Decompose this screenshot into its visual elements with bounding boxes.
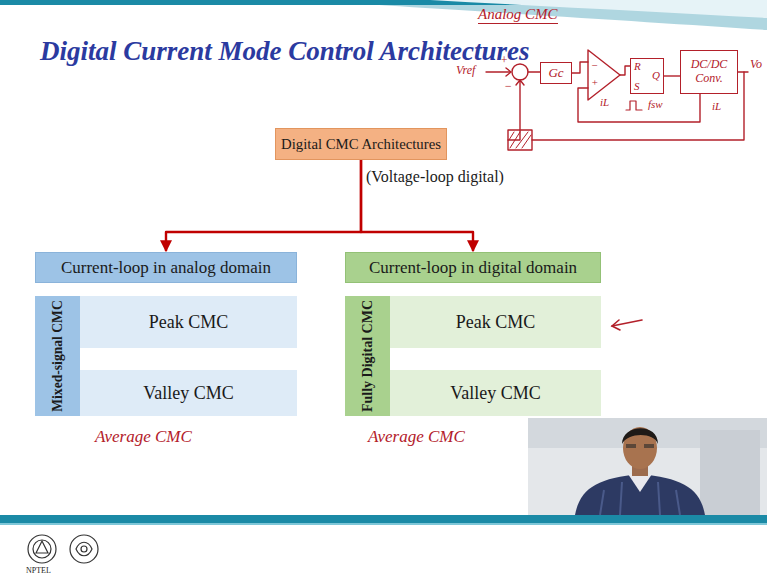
- connector: [664, 75, 680, 76]
- box-text: Gc: [548, 66, 563, 81]
- mode-box: Valley CMC: [390, 370, 601, 416]
- text-holder: Peak CMC: [149, 312, 229, 333]
- sign-mark: −: [504, 80, 512, 93]
- slide-title: Digital Current Mode Control Architectur…: [40, 36, 530, 67]
- logo-caption: NPTEL: [26, 567, 51, 576]
- text-holder: Valley CMC: [450, 383, 541, 404]
- signal-name: fsw: [648, 98, 663, 110]
- text-holder: Digital CMC Architectures: [281, 136, 441, 153]
- compensator-box: Gc: [540, 62, 572, 84]
- handwritten-note: Average CMC: [95, 428, 192, 447]
- latch-pin: R: [634, 60, 641, 72]
- latch-box: RSQ: [630, 58, 664, 94]
- box-text: Digital CMC Architectures: [281, 136, 441, 153]
- institute-logo: [28, 535, 56, 563]
- connector: [166, 160, 361, 251]
- text-holder: DC/DC Conv.: [683, 58, 735, 86]
- group-strip: Mixed-signal CMC: [35, 296, 80, 416]
- box-text: Peak CMC: [456, 312, 536, 333]
- box-text: Current-loop in digital domain: [369, 258, 577, 278]
- branch-note: (Voltage-loop digital): [366, 168, 504, 186]
- presenter-video: [528, 418, 767, 515]
- box-text: Current-loop in analog domain: [61, 258, 271, 278]
- box-text: DC/DC Conv.: [683, 58, 735, 86]
- group-panel: Fully Digital CMC Peak CMC Valley CMC: [345, 296, 601, 416]
- sketch-title: Analog CMC: [478, 6, 558, 24]
- root-box: Digital CMC Architectures: [275, 128, 447, 160]
- vertical-group-label: Fully Digital CMC: [360, 300, 376, 412]
- top-swoosh: [300, 0, 767, 30]
- signal-name: Vo: [750, 58, 762, 71]
- latch-pin: Q: [652, 69, 660, 81]
- text-holder: Current-loop in analog domain: [61, 258, 271, 278]
- text-holder: Peak CMC: [456, 312, 536, 333]
- nptel-logo: [70, 535, 98, 563]
- signal-name: iL: [600, 96, 609, 108]
- sign-mark: +: [591, 76, 598, 88]
- sign-mark: −: [591, 59, 598, 71]
- bottom-line: [0, 523, 767, 525]
- mode-box: Peak CMC: [390, 296, 601, 348]
- pointer-arrow: [612, 320, 642, 330]
- vertical-group-label: Mixed-signal CMC: [50, 300, 66, 412]
- mode-box: Peak CMC: [80, 296, 297, 348]
- box-text: Valley CMC: [450, 383, 541, 404]
- group-panel: Mixed-signal CMC Peak CMC Valley CMC: [35, 296, 297, 416]
- sign-mark: +: [500, 54, 508, 67]
- box-text: Valley CMC: [143, 383, 234, 404]
- handwritten-note: Average CMC: [368, 428, 465, 447]
- latch-pin: S: [634, 80, 640, 92]
- branch-header: Current-loop in digital domain: [345, 252, 601, 283]
- box-text: Peak CMC: [149, 312, 229, 333]
- text-holder: Current-loop in digital domain: [369, 258, 577, 278]
- bottom-band: [0, 515, 767, 523]
- branch-header: Current-loop in analog domain: [35, 252, 297, 283]
- text-holder: Gc: [548, 66, 563, 81]
- signal-name: Vref: [456, 64, 475, 77]
- signal-name: iL: [712, 100, 721, 112]
- converter-box: DC/DC Conv.: [680, 50, 738, 94]
- mode-box: Valley CMC: [80, 370, 297, 416]
- group-strip: Fully Digital CMC: [345, 296, 390, 416]
- text-holder: Valley CMC: [143, 383, 234, 404]
